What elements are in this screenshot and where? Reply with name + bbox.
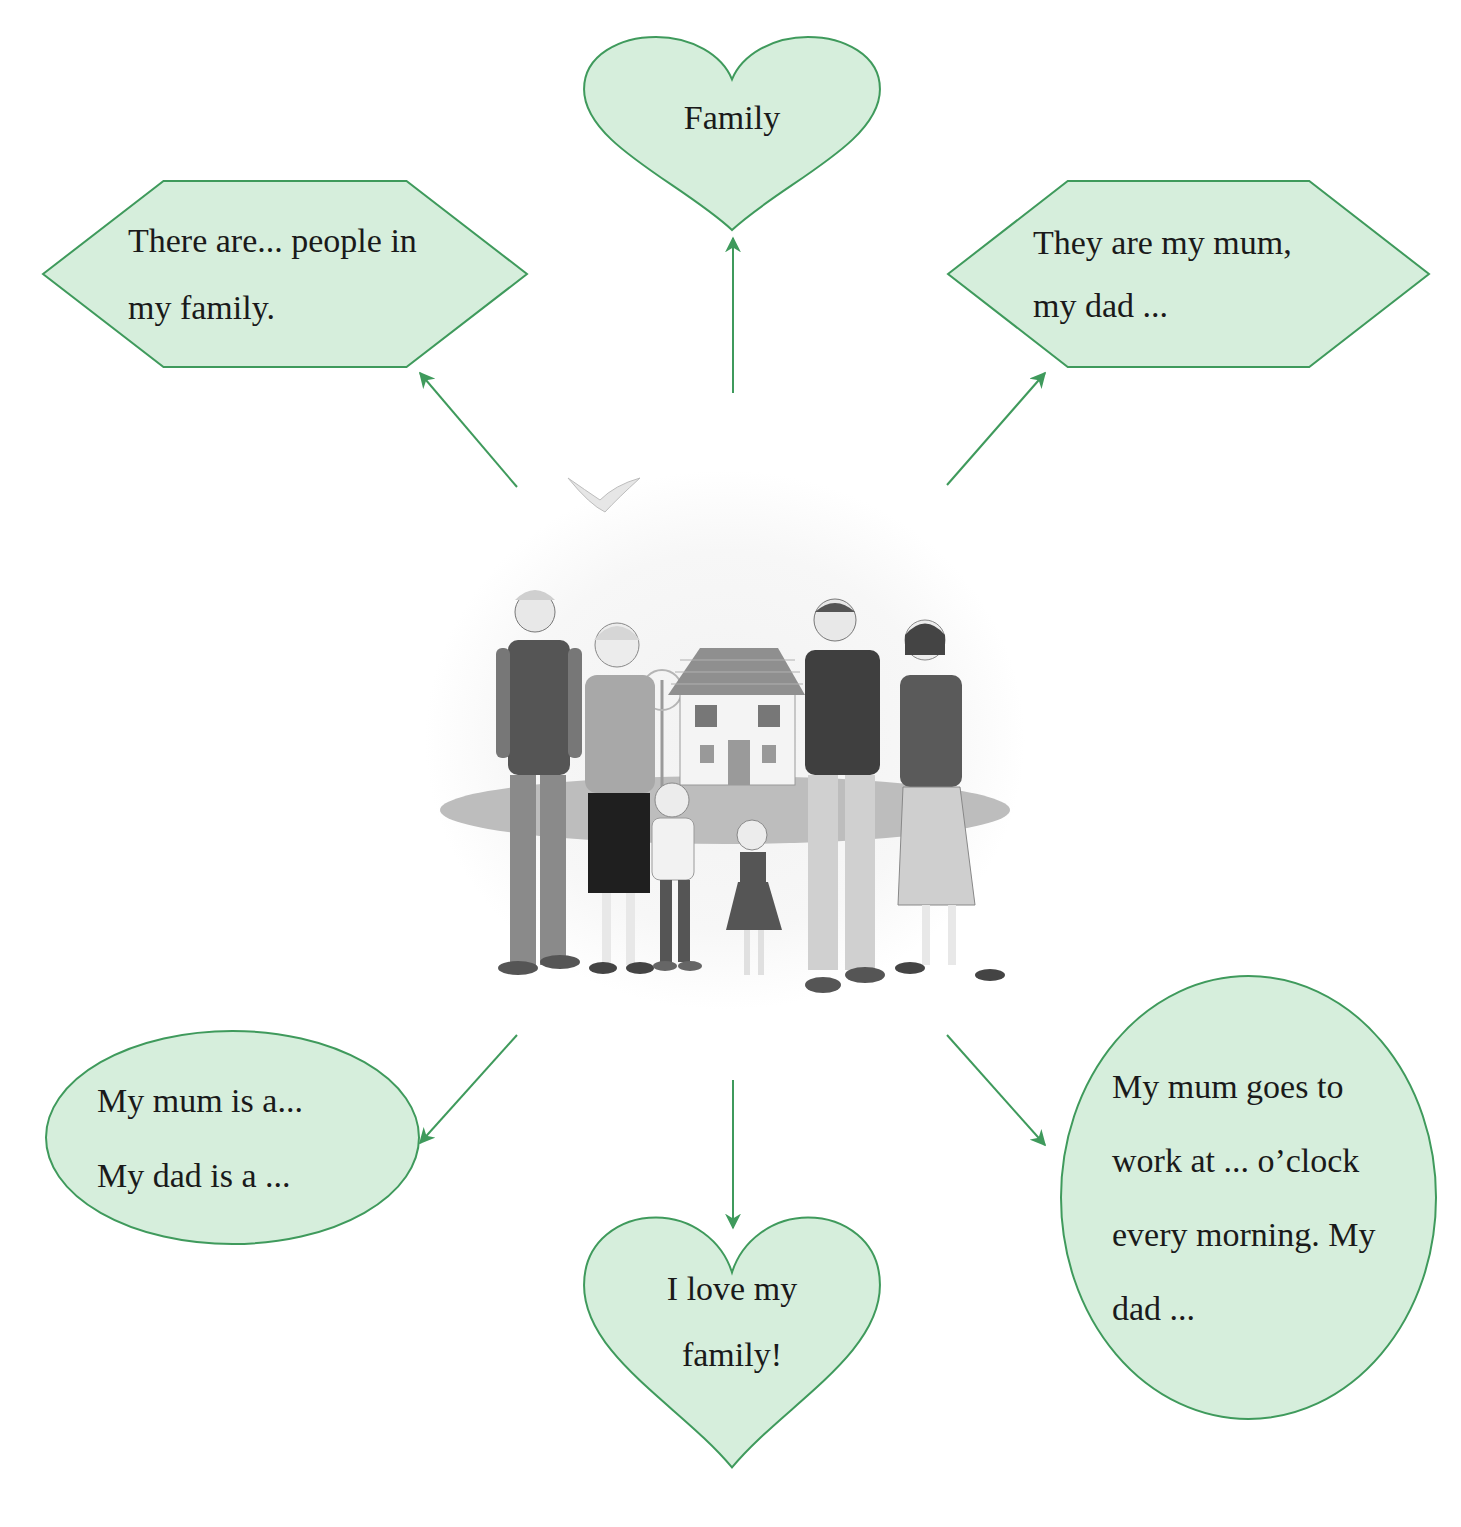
outline	[948, 181, 1429, 367]
arrows	[420, 238, 1045, 1228]
outline	[1061, 976, 1436, 1419]
node-text: I love my family!	[642, 1256, 822, 1388]
node-text: There are... people in my family.	[128, 207, 446, 341]
arrow	[732, 1080, 734, 1228]
arrow	[420, 373, 517, 487]
arrow	[947, 373, 1045, 485]
text-area: Family	[640, 85, 824, 151]
node-text: Family	[640, 85, 824, 151]
arrow	[732, 238, 734, 393]
text-area: I love my family!	[642, 1256, 822, 1388]
outline	[584, 37, 880, 230]
text-area: My mum goes to work at ... o’clock every…	[1112, 1050, 1412, 1346]
hexagon-node: There are... people in my family.	[42, 180, 528, 368]
node-text: My mum goes to work at ... o’clock every…	[1112, 1050, 1412, 1346]
ellipse-node-outline	[1060, 975, 1437, 1420]
ellipse-node-outline	[45, 1030, 420, 1245]
node-text: They are my mum, my dad ...	[1033, 211, 1333, 337]
node-text: My mum is a... My dad is a ...	[97, 1063, 347, 1213]
outline	[584, 1218, 880, 1468]
hexagon-node-outline	[42, 180, 528, 368]
ellipse-node: My mum is a... My dad is a ...	[45, 1030, 420, 1245]
arrow	[947, 1035, 1045, 1145]
hexagon-node: They are my mum, my dad ...	[947, 180, 1430, 368]
outline	[46, 1031, 419, 1244]
heart-node: Family	[580, 35, 884, 232]
arrow	[420, 1035, 517, 1143]
text-area: They are my mum, my dad ...	[1033, 211, 1333, 337]
outline	[43, 181, 527, 367]
text-area: There are... people in my family.	[128, 207, 446, 341]
heart-node: I love my family!	[580, 1215, 884, 1470]
ellipse-node: My mum goes to work at ... o’clock every…	[1060, 975, 1437, 1420]
text-area: My mum is a... My dad is a ...	[97, 1063, 347, 1213]
family-picture	[425, 470, 1025, 1010]
hexagon-node-outline	[947, 180, 1430, 368]
